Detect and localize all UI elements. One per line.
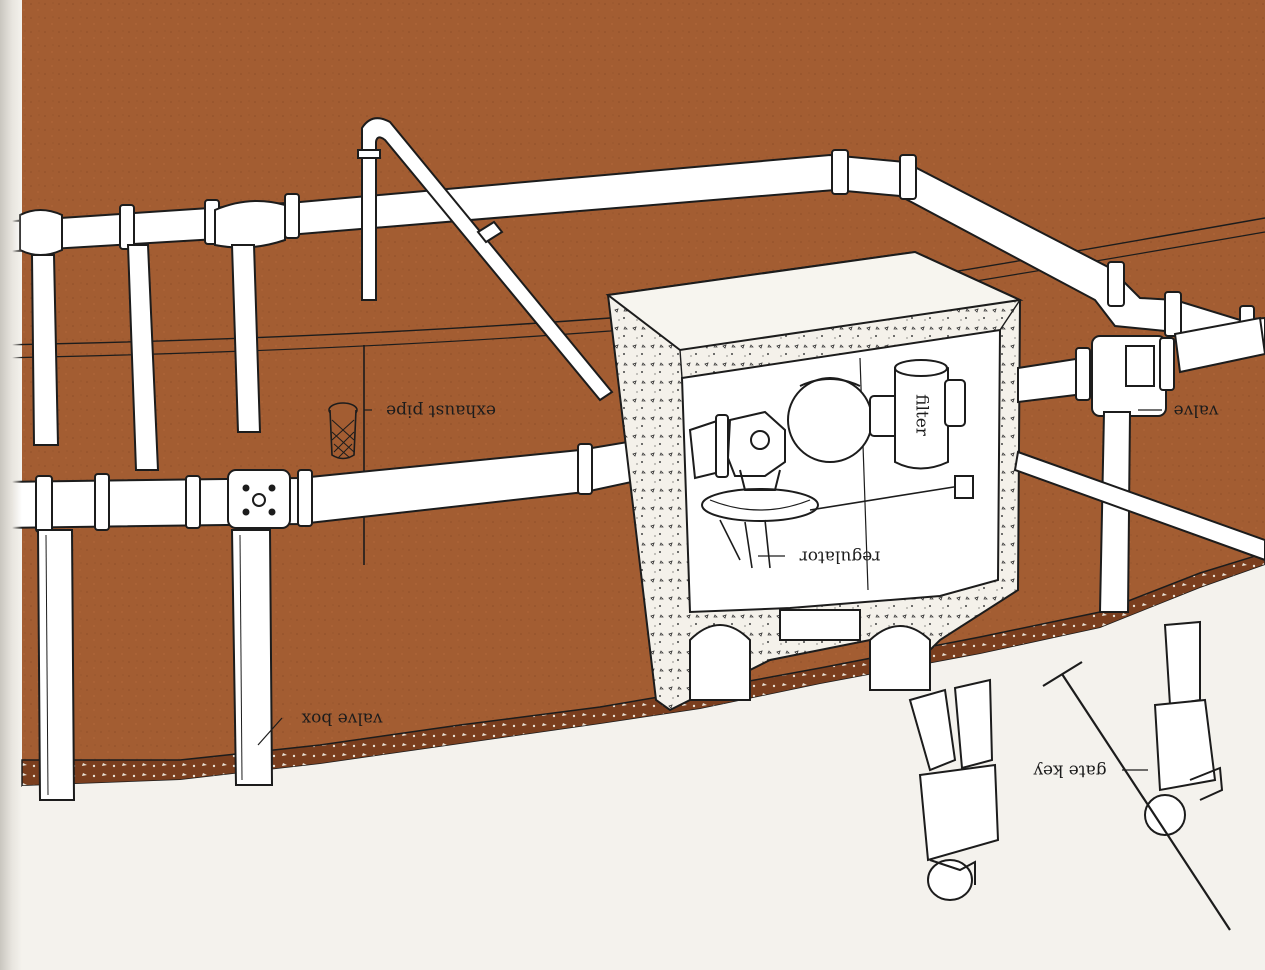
- regulator-label: regulator: [799, 547, 881, 567]
- lower-tee-valve: [228, 470, 290, 528]
- book-page-fold: [0, 0, 22, 970]
- regulator-diaphragm: [702, 489, 818, 521]
- valve-box-right: [232, 530, 272, 785]
- valve-label: valve: [1174, 401, 1220, 421]
- valve-box-label: valve box: [301, 709, 383, 729]
- valve-box-left: [38, 530, 74, 800]
- exhaust-pipe-label: exhaust pipe: [386, 401, 496, 421]
- right-valve-riser: [1100, 412, 1130, 612]
- gate-key-label: gate key: [1033, 761, 1107, 781]
- filter-label: filter: [912, 394, 932, 437]
